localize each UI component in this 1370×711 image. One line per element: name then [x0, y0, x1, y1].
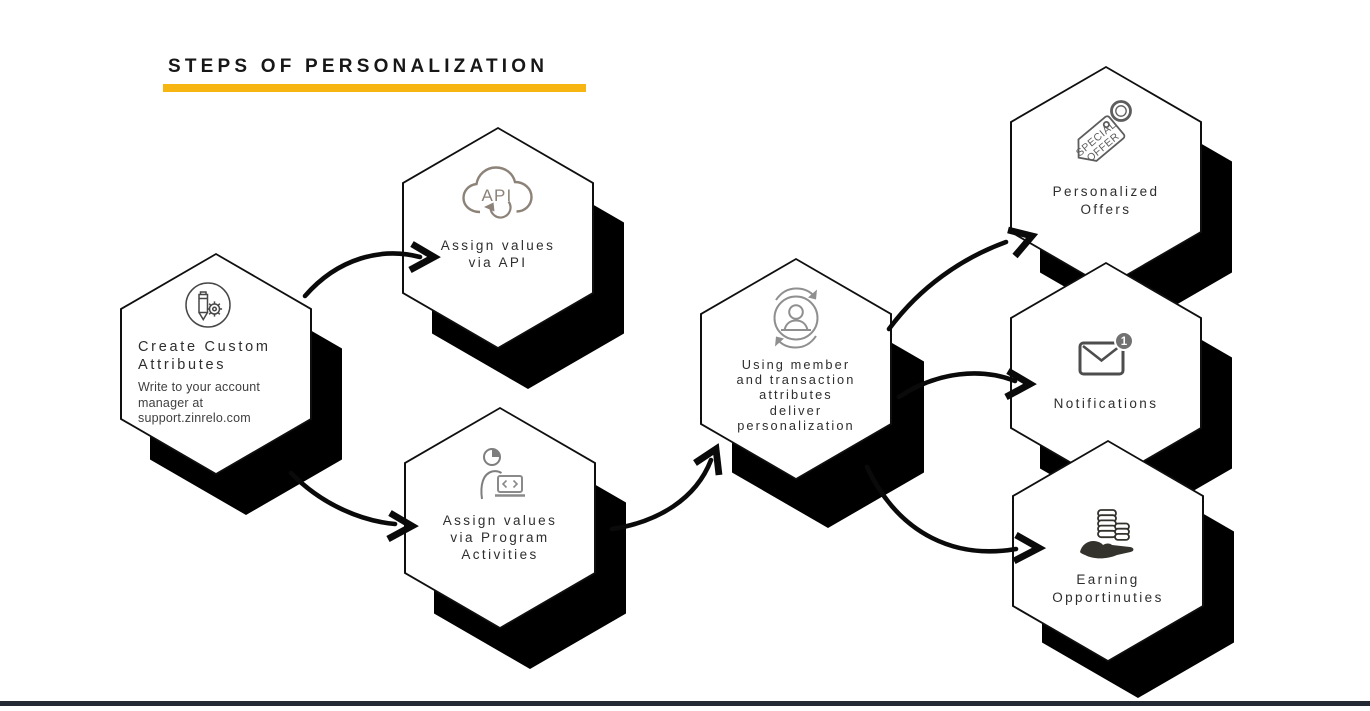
special-offer-tag-icon: SPECIAL OFFER: [1074, 100, 1132, 164]
hexagon: [700, 258, 892, 480]
node-title-line: Activities: [461, 547, 539, 562]
node-title-line: Earning: [1076, 572, 1140, 587]
page-title: STEPS OF PERSONALIZATION: [168, 56, 549, 77]
node-title: Earning Opportinuties: [1052, 571, 1164, 606]
coins-hand-icon: [1080, 509, 1134, 559]
hex-node-assign-values-program: Assign values via Program Activities: [404, 407, 626, 669]
node-title-line: Offers: [1080, 201, 1132, 217]
node-title-line: Using member: [741, 357, 851, 372]
node-title: Create Custom Attributes: [138, 338, 271, 374]
person-laptop-icon: [480, 448, 525, 500]
node-title-line: attributes: [759, 387, 833, 403]
node-subtitle-line: support.zinrelo.com: [138, 411, 251, 425]
node-title-line: via Program: [450, 530, 550, 545]
node-title-line: personalization: [737, 417, 855, 433]
node-title: Notifications: [1054, 395, 1159, 412]
hex-node-create-custom-attributes: Create Custom Attributes Write to your a…: [120, 253, 342, 515]
member-sync-icon: [773, 287, 819, 349]
node-title-line: deliver: [769, 402, 823, 418]
node-title-line: Attributes: [138, 357, 227, 373]
hexagon: [404, 407, 596, 629]
cloud-api-icon: API: [462, 166, 533, 219]
node-subtitle-line: manager at: [138, 395, 204, 410]
arrow-create-to-program: [288, 470, 419, 542]
node-title-line: Personalized: [1052, 184, 1160, 199]
bottom-bar: [0, 701, 1370, 706]
title-underline: [163, 84, 586, 92]
node-title: Assign values via API: [441, 237, 556, 271]
hex-node-assign-values-api: API Assign values via API: [402, 127, 624, 389]
node-title-line: Opportinuties: [1052, 589, 1164, 605]
node-subtitle: Write to your account manager at support…: [138, 380, 260, 427]
notification-badge: 1: [1121, 336, 1128, 348]
node-subtitle-line: Write to your account: [138, 380, 261, 394]
node-title-line: Assign values: [442, 513, 558, 528]
pencil-gear-icon: [185, 282, 231, 328]
hex-node-personalized-offers: SPECIAL OFFER Personalized Offers: [1010, 66, 1232, 328]
node-title: Using member and transaction attributes …: [736, 357, 855, 433]
api-label: API: [481, 186, 512, 205]
node-title-line: Notifications: [1053, 396, 1159, 411]
hexagon: [120, 253, 312, 475]
envelope-badge-icon: 1: [1078, 331, 1134, 376]
node-title-line: via API: [468, 255, 528, 270]
node-title: Personalized Offers: [1053, 183, 1160, 218]
node-title-line: Assign values: [440, 238, 556, 253]
hexagon: [402, 127, 594, 349]
hex-node-deliver-personalization: Using member and transaction attributes …: [700, 258, 924, 528]
node-title-line: and transaction: [736, 372, 856, 388]
hexagon: [1010, 66, 1202, 288]
hex-node-earning-opportunities: Earning Opportinuties: [1012, 440, 1234, 698]
node-title-line: Create Custom: [138, 339, 271, 355]
node-title: Assign values via Program Activities: [443, 512, 558, 563]
